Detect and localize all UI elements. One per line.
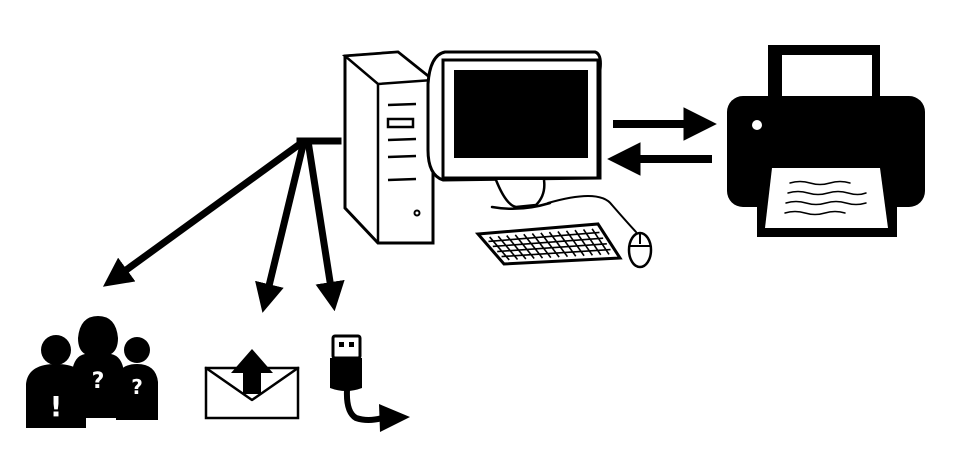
keyboard-column-line bbox=[591, 228, 610, 255]
people-icon: ! ? ? bbox=[26, 316, 158, 428]
people-mark-2: ? bbox=[131, 375, 143, 399]
keyboard-column-line bbox=[531, 233, 552, 259]
keyboard-column-line bbox=[497, 235, 519, 260]
people-mark-0: ! bbox=[50, 390, 63, 423]
keyboard-column-line bbox=[548, 231, 569, 258]
keyboard-column-line bbox=[574, 229, 594, 256]
arrow-to-email bbox=[255, 140, 308, 313]
keyboard-column-line bbox=[582, 228, 602, 256]
arrow-to-usb bbox=[304, 140, 345, 312]
computer-tower-icon bbox=[341, 50, 437, 245]
keyboard-column-line bbox=[565, 230, 585, 257]
keyboard-column-line bbox=[540, 232, 560, 258]
keyboard-icon bbox=[474, 222, 623, 266]
keyboard-column-line bbox=[489, 236, 510, 261]
people-mark-1: ? bbox=[92, 369, 105, 394]
arrow-to-people bbox=[102, 138, 307, 287]
mouse-icon bbox=[547, 194, 653, 269]
keyboard-column-line bbox=[523, 233, 544, 259]
keyboard-column-line bbox=[514, 234, 535, 260]
printer-icon bbox=[727, 45, 925, 237]
monitor-icon bbox=[426, 50, 602, 211]
keyboard-column-line bbox=[506, 235, 527, 260]
usb-drive-icon bbox=[330, 334, 410, 432]
email-upload-icon bbox=[204, 349, 300, 420]
keyboard-column-line bbox=[557, 231, 577, 257]
